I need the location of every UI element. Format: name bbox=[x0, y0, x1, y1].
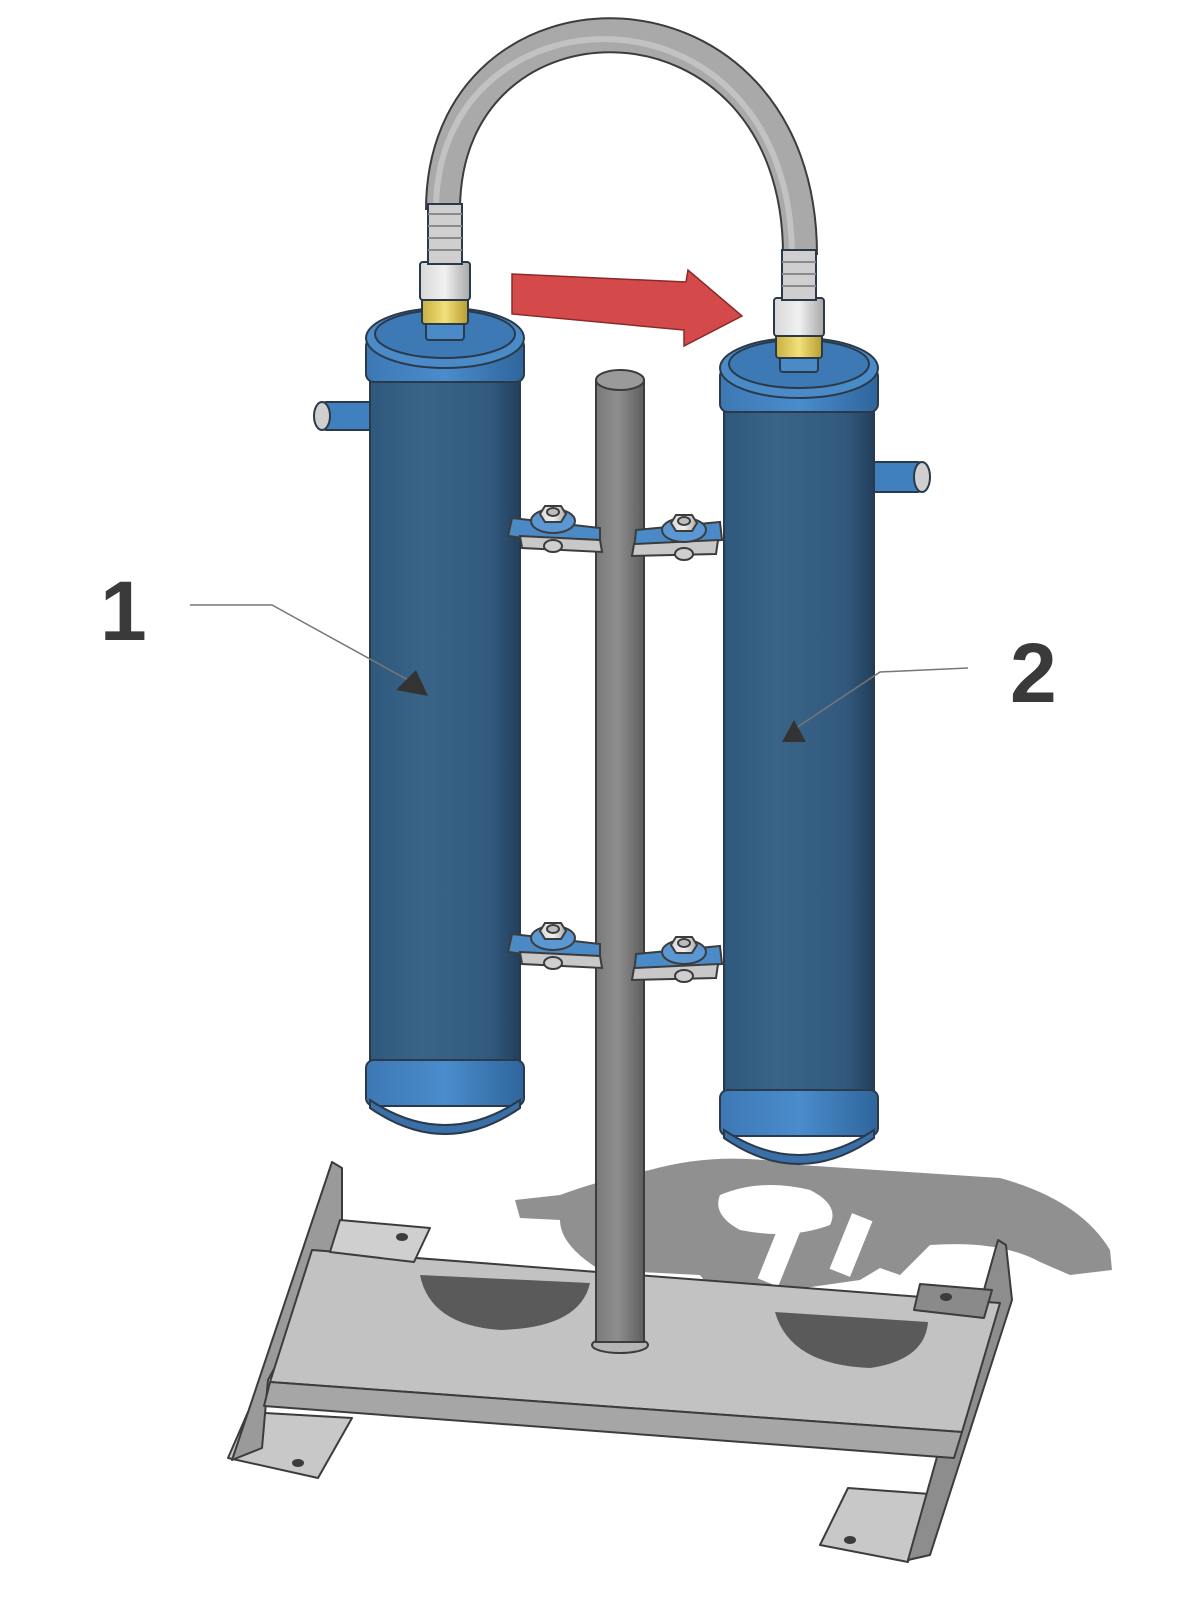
receiver-cylinder-2 bbox=[719, 249, 931, 1165]
fitting-2 bbox=[773, 249, 825, 373]
callout-label-1: 1 bbox=[100, 564, 147, 658]
bolt-lower-left bbox=[530, 922, 576, 970]
support-pole bbox=[595, 369, 645, 1343]
lower-brackets bbox=[506, 922, 724, 983]
callout-1: 1 bbox=[100, 564, 428, 696]
bolt-upper-left bbox=[530, 505, 576, 553]
ground-shadow bbox=[515, 1158, 1112, 1300]
triangle-pointer-icon bbox=[782, 720, 806, 742]
connecting-hose bbox=[425, 17, 818, 256]
leader-line-2 bbox=[795, 667, 969, 729]
fitting-1 bbox=[419, 203, 471, 341]
side-port-2 bbox=[865, 461, 931, 493]
callout-label-2: 2 bbox=[1010, 626, 1057, 720]
side-port-1 bbox=[313, 401, 375, 431]
bolt-upper-right bbox=[661, 514, 707, 561]
triangle-pointer-icon bbox=[396, 670, 428, 696]
leader-line-1 bbox=[190, 604, 409, 681]
bolt-lower-right bbox=[661, 936, 707, 983]
arrow-right-icon bbox=[511, 268, 744, 348]
callout-2: 2 bbox=[782, 626, 1057, 742]
upper-brackets bbox=[506, 505, 724, 561]
receiver-cylinder-1 bbox=[313, 203, 525, 1135]
